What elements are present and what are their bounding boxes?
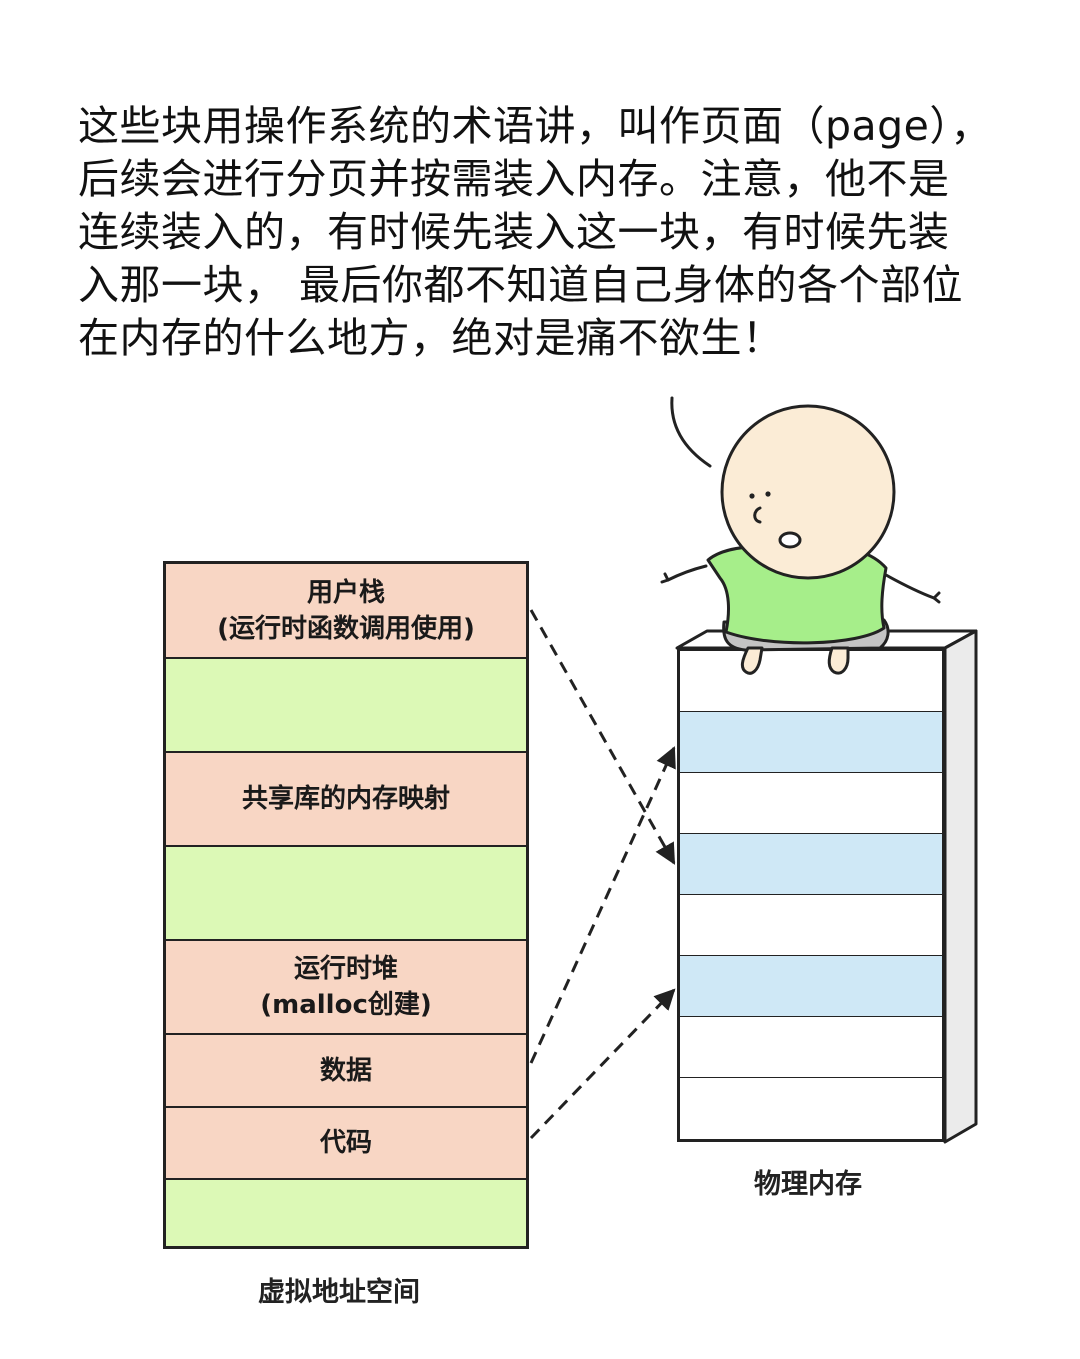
segment-user-stack-title: 用户栈 <box>306 577 385 608</box>
mapping-arrows <box>529 609 676 1140</box>
physical-memory-caption: 物理内存 <box>754 1169 862 1200</box>
paragraph-line-2: 后续会进行分页并按需装入内存。注意，他不是 <box>78 155 950 203</box>
physical-page-2 <box>680 712 942 774</box>
arrow-data-to-page <box>529 746 676 1064</box>
virtual-address-space-caption: 虚拟地址空间 <box>258 1277 420 1308</box>
character-left-leg <box>740 646 764 675</box>
cartoon-character-illustration <box>660 396 941 675</box>
character-left-hand <box>660 572 670 584</box>
segment-shared-libraries-title: 共享库的内存映射 <box>241 784 450 814</box>
paragraph-line-5: 在内存的什么地方，绝对是痛不欲生！ <box>78 314 784 362</box>
segment-data: 数据 <box>166 1035 526 1108</box>
paragraph-line-1: 这些块用操作系统的术语讲，叫作页面（page）， <box>78 102 992 150</box>
character-head <box>720 404 896 580</box>
arrow-code-to-page <box>529 988 676 1140</box>
physical-page-3 <box>680 773 942 835</box>
character-nose <box>753 506 762 524</box>
character-right-arm <box>884 573 936 600</box>
segment-shared-libraries: 共享库的内存映射 <box>166 753 526 847</box>
physical-page-4 <box>680 834 942 896</box>
segment-gap-1 <box>166 659 526 753</box>
physical-memory-diagram <box>677 648 945 1142</box>
character-left-arm <box>666 564 708 582</box>
segment-data-title: 数据 <box>319 1055 372 1086</box>
virtual-address-space-diagram: 用户栈 (运行时函数调用使用) 共享库的内存映射 运行时堆 (malloc创建)… <box>163 561 529 1249</box>
physical-page-5 <box>680 895 942 957</box>
character-left-eye <box>749 493 755 499</box>
paragraph-line-4: 入那一块， 最后你都不知道自己身体的各个部位 <box>78 261 964 309</box>
thought-line <box>670 396 712 468</box>
physical-page-8 <box>680 1078 942 1139</box>
character-right-leg <box>827 646 850 675</box>
character-right-hand <box>932 591 941 604</box>
segment-code-title: 代码 <box>319 1128 372 1158</box>
segment-runtime-heap-note: (malloc创建) <box>260 990 432 1020</box>
arrow-user-stack-to-page <box>529 609 676 865</box>
physical-page-1 <box>680 651 942 713</box>
segment-gap-3 <box>166 1180 526 1246</box>
segment-runtime-heap-title: 运行时堆 <box>293 954 398 984</box>
segment-user-stack: 用户栈 (运行时函数调用使用) <box>166 564 526 659</box>
explanation-paragraph: 这些块用操作系统的术语讲，叫作页面（page）， 后续会进行分页并按需装入内存。… <box>78 100 1018 365</box>
segment-code: 代码 <box>166 1108 526 1180</box>
character-mouth <box>778 531 802 549</box>
paragraph-line-3: 连续装入的，有时候先装入这一块，有时候先装 <box>78 208 950 256</box>
character-right-eye <box>765 491 771 497</box>
segment-runtime-heap: 运行时堆 (malloc创建) <box>166 941 526 1035</box>
segment-user-stack-note: (运行时函数调用使用) <box>217 613 475 644</box>
segment-gap-2 <box>166 847 526 941</box>
